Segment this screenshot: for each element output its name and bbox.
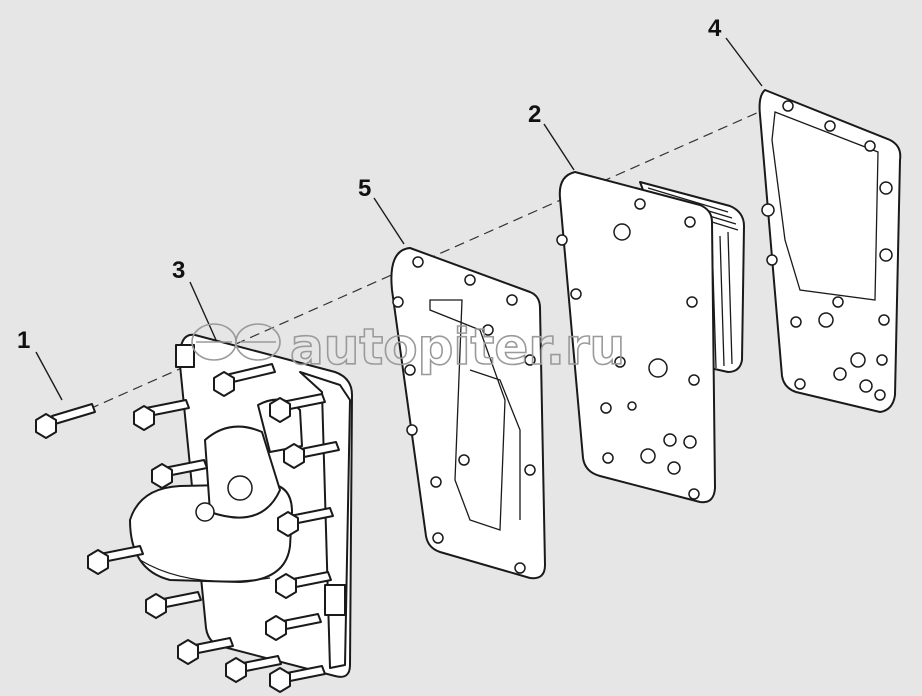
bolt [277,507,334,537]
car-key-logo-icon [191,323,281,361]
leader-line-3 [189,281,217,341]
bolt [87,545,144,575]
bolt-group [87,363,340,693]
bolt [269,665,326,693]
leader-line-2 [543,123,575,171]
callout-1: 1 [17,327,30,354]
leader-line-1 [35,351,63,401]
part-1-bolt [35,403,96,439]
watermark-text: autopiter.ru [290,318,625,376]
bolt [145,591,202,619]
bolt [213,363,276,397]
part-2-cooler-plate [556,171,745,504]
leader-line-4 [725,37,763,87]
callout-3: 3 [172,257,185,284]
callout-2: 2 [528,101,541,128]
part-4-gasket [758,89,902,413]
bolt [283,441,340,469]
bolt [225,655,282,683]
bolt [275,571,332,599]
part-5-gasket [390,247,546,580]
bolt [269,393,326,423]
bolt [265,613,322,641]
bolt [151,459,208,489]
bolt [177,637,234,665]
callout-4: 4 [708,15,722,42]
leader-line-5 [373,197,405,245]
bolt [133,399,190,431]
callout-5: 5 [358,175,371,202]
part-3-housing [129,333,353,678]
